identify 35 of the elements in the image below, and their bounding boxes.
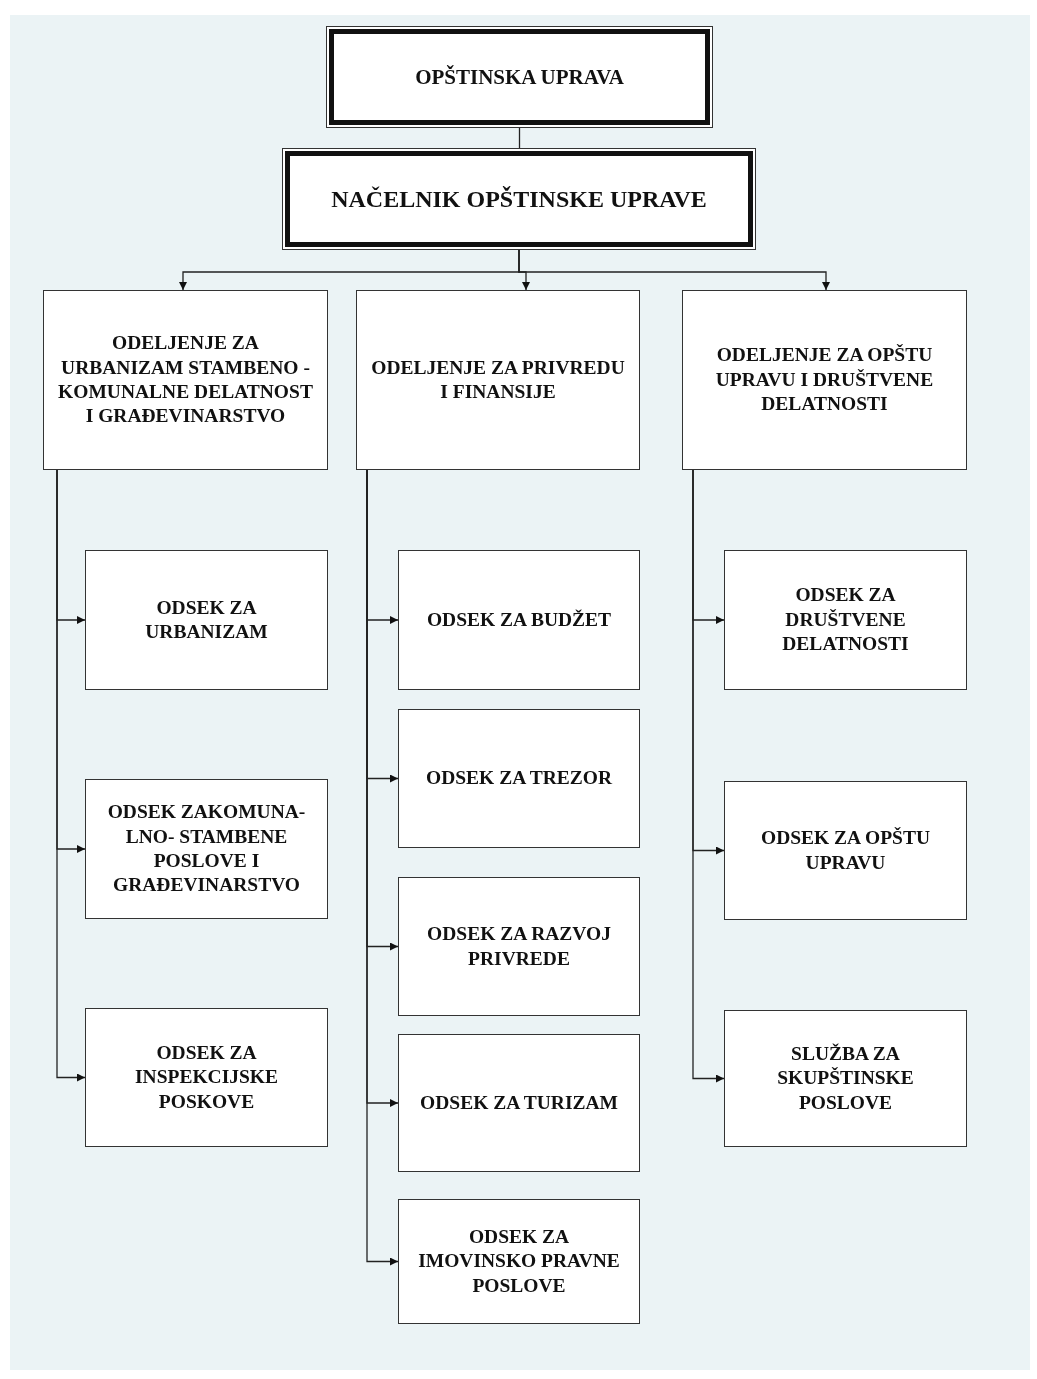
box-label: ODELJENJE ZA OPŠTU UPRAVU I DRUŠTVENE DELATNOSTI bbox=[714, 343, 935, 417]
box-label: ODSEK ZA RAZVOJ PRIVREDE bbox=[426, 922, 612, 971]
box-label: NAČELNIK OPŠTINSKE UPRAVE bbox=[331, 185, 707, 214]
department-box bbox=[398, 1034, 640, 1172]
department-box bbox=[724, 781, 967, 920]
department-box bbox=[724, 1010, 967, 1147]
department-box bbox=[398, 709, 640, 848]
department-box bbox=[85, 550, 328, 690]
box-label: ODSEK ZA BUDŽET bbox=[426, 607, 612, 632]
department-box bbox=[398, 877, 640, 1016]
header-box bbox=[285, 151, 753, 247]
box-label: ODSEK ZA TURIZAM bbox=[420, 1090, 618, 1115]
box-label: ODELJENJE ZA URBANIZAM STAMBENO - KOMUNALNE DELATNOST I GRAĐEVINARSTVO bbox=[57, 331, 314, 429]
box-label: ODSEK ZA URBANIZAM bbox=[144, 595, 269, 644]
arrow bbox=[692, 469, 725, 1083]
box-label: ODELJENJE ZA PRIVREDU I FINANSIJE bbox=[370, 355, 626, 404]
box-label: ODSEK ZA IMOVINSKO PRAVNE POSLOVE bbox=[417, 1224, 621, 1298]
arrow bbox=[56, 469, 86, 1082]
box-label: ODSEK ZA DRUŠTVENE DELATNOSTI bbox=[781, 583, 910, 657]
box-label: SLUŽBA ZA SKUPŠTINSKE POSLOVE bbox=[776, 1041, 915, 1115]
box-label: ODSEK ZA INSPEKCIJSKE POSKOVE bbox=[133, 1040, 279, 1114]
box-label: ODSEK ZA OPŠTU UPRAVU bbox=[759, 826, 931, 875]
box-label: ODSEK ZA TREZOR bbox=[426, 766, 612, 791]
department-box bbox=[85, 779, 328, 919]
box-label: OPŠTINSKA UPRAVA bbox=[415, 63, 624, 91]
department-box bbox=[85, 1008, 328, 1147]
header-box bbox=[329, 29, 710, 125]
department-box bbox=[682, 290, 967, 470]
box-label: ODSEK ZAKOMUNA- LNO- STAMBENE POSLOVE I GRAĐEVINARSTVO bbox=[106, 800, 307, 898]
department-box bbox=[724, 550, 967, 690]
department-box bbox=[356, 290, 640, 470]
department-box bbox=[398, 1199, 640, 1324]
department-box bbox=[43, 290, 328, 470]
department-box bbox=[398, 550, 640, 690]
connector-line bbox=[518, 127, 521, 149]
